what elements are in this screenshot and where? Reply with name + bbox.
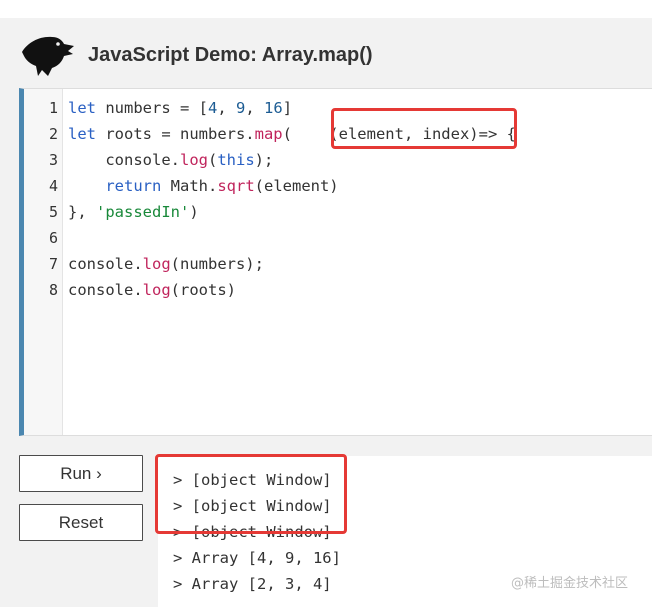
code-token: numbers = [ xyxy=(96,99,208,117)
console-output[interactable]: > [object Window] > [object Window] > [obj… xyxy=(158,456,652,607)
code-token: console. xyxy=(68,255,143,273)
run-button[interactable]: Run › xyxy=(19,455,143,492)
line-number: 1 xyxy=(48,99,58,117)
code-token: ( xyxy=(207,151,218,169)
code-token: 'passedIn' xyxy=(96,203,190,221)
line-number: 4 xyxy=(48,177,58,195)
code-line: console.log(numbers); xyxy=(68,251,652,277)
line-number-gutter: 1 2 3 4 5 6 7 8 xyxy=(24,89,63,435)
code-token: 4 xyxy=(207,99,218,117)
code-token: ( (element, index)=> { xyxy=(282,125,516,143)
watermark: @稀土掘金技术社区 xyxy=(511,576,629,591)
code-token: log xyxy=(179,151,208,169)
code-token: 9 xyxy=(236,99,246,117)
code-token: let xyxy=(68,125,96,143)
reset-button[interactable]: Reset xyxy=(19,504,143,541)
code-token: this xyxy=(217,151,255,169)
code-token: , xyxy=(217,99,236,117)
code-token: , xyxy=(245,99,265,117)
code-token: log xyxy=(142,281,171,299)
code-line: let roots = numbers.map( (element, index… xyxy=(68,121,652,147)
line-number: 2 xyxy=(48,125,58,143)
console-line: > Array [2, 3, 4] xyxy=(173,575,332,593)
dinosaur-logo-icon xyxy=(18,32,76,78)
code-token: sqrt xyxy=(217,177,255,195)
code-line: return Math.sqrt(element) xyxy=(68,173,652,199)
line-number: 6 xyxy=(48,229,58,247)
line-number: 8 xyxy=(48,281,58,299)
code-token: ); xyxy=(254,151,274,169)
code-line xyxy=(68,225,652,251)
code-line: let numbers = [4, 9, 16] xyxy=(68,95,652,121)
code-token: console. xyxy=(68,151,180,169)
console-line: > [object Window] xyxy=(173,471,332,489)
console-line: > [object Window] xyxy=(173,523,332,541)
code-token: ) xyxy=(189,203,199,221)
line-number: 3 xyxy=(48,151,58,169)
line-number: 7 xyxy=(48,255,58,273)
code-area[interactable]: let numbers = [4, 9, 16]let roots = numb… xyxy=(68,95,652,303)
code-token: log xyxy=(142,255,171,273)
code-token: }, xyxy=(68,203,96,221)
line-number: 5 xyxy=(48,203,58,221)
console-line: > Array [4, 9, 16] xyxy=(173,549,341,567)
code-token: (roots) xyxy=(170,281,236,299)
code-token: map xyxy=(254,125,283,143)
console-line: > [object Window] xyxy=(173,497,332,515)
code-token: return xyxy=(105,177,162,195)
page-title: JavaScript Demo: Array.map() xyxy=(88,44,373,66)
code-token: ] xyxy=(282,99,293,117)
code-token: (numbers); xyxy=(170,255,264,273)
code-token: let xyxy=(68,99,96,117)
demo-header: JavaScript Demo: Array.map() xyxy=(0,18,652,88)
code-token: roots = numbers. xyxy=(96,125,255,143)
code-token: 16 xyxy=(264,99,283,117)
code-line: console.log(this); xyxy=(68,147,652,173)
code-line: }, 'passedIn') xyxy=(68,199,652,225)
code-token xyxy=(68,177,105,195)
code-line: console.log(roots) xyxy=(68,277,652,303)
code-token: console. xyxy=(68,281,143,299)
code-token: Math. xyxy=(161,177,218,195)
code-token: (element) xyxy=(254,177,339,195)
